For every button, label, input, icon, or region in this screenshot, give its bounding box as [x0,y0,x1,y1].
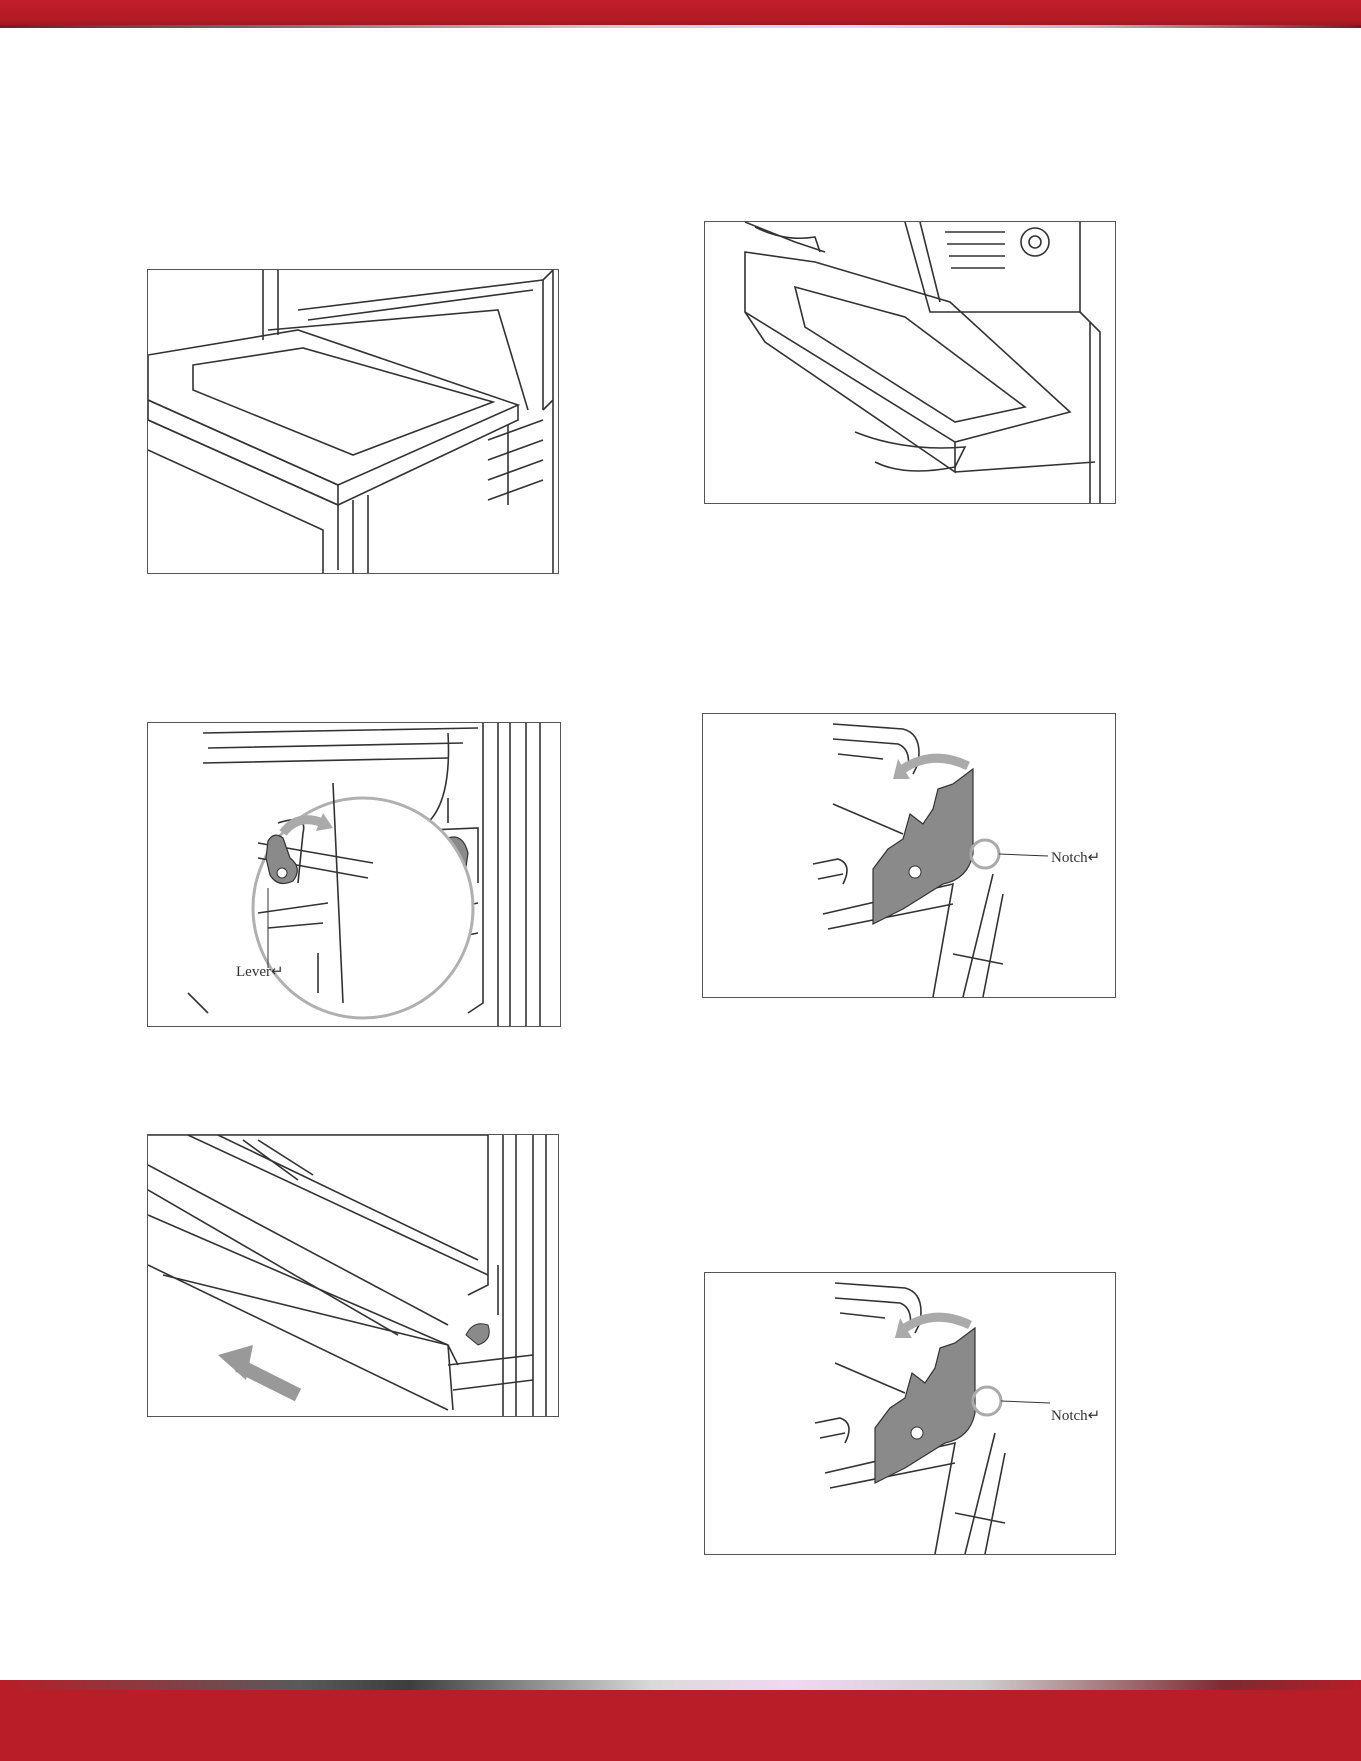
header-bar [0,0,1361,28]
door-open-illustration [148,270,558,573]
figure-hinge-lever [147,722,561,1027]
door-slide-illustration [148,1135,558,1416]
figure-door-slide [147,1134,559,1417]
hinge-lever-illustration [148,723,560,1026]
notch-label-top: Notch↵ [1051,848,1100,867]
footer-bar [0,1680,1361,1761]
notch-label-bottom: Notch↵ [1051,1406,1100,1425]
door-lift-illustration [705,222,1115,503]
figure-door-lift [704,221,1116,504]
figure-door-open [147,269,559,574]
lever-label: Lever↵ [236,962,284,981]
